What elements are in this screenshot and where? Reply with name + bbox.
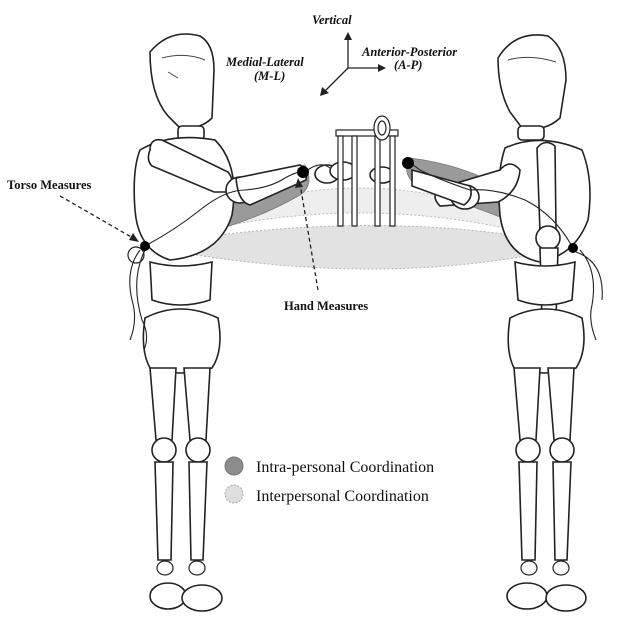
legend: Intra-personal Coordination Interpersona…	[225, 457, 434, 505]
anterior-posterior-label: Anterior-Posterior	[361, 45, 457, 59]
torso-measures-label: Torso Measures	[7, 178, 92, 192]
torso-marker-left	[140, 241, 150, 251]
hand-measures-label: Hand Measures	[284, 299, 368, 313]
legend-swatch-inter	[225, 485, 243, 503]
torso-marker-right	[568, 243, 578, 253]
left-mannequin	[128, 34, 356, 611]
torso-measures-pointer	[60, 196, 133, 238]
medial-lateral-label: Medial-Lateral	[225, 55, 304, 69]
vertical-axis-label: Vertical	[312, 13, 352, 27]
hand-marker-right	[402, 157, 414, 169]
axis-indicator	[320, 32, 386, 96]
right-mannequin	[370, 35, 602, 611]
legend-label-inter: Interpersonal Coordination	[256, 488, 429, 505]
medial-lateral-abbrev: (M-L)	[254, 69, 285, 83]
legend-label-intra: Intra-personal Coordination	[256, 459, 434, 476]
hand-marker-left	[297, 166, 309, 178]
anterior-posterior-abbrev: (A-P)	[394, 58, 422, 72]
legend-swatch-intra	[225, 457, 243, 475]
